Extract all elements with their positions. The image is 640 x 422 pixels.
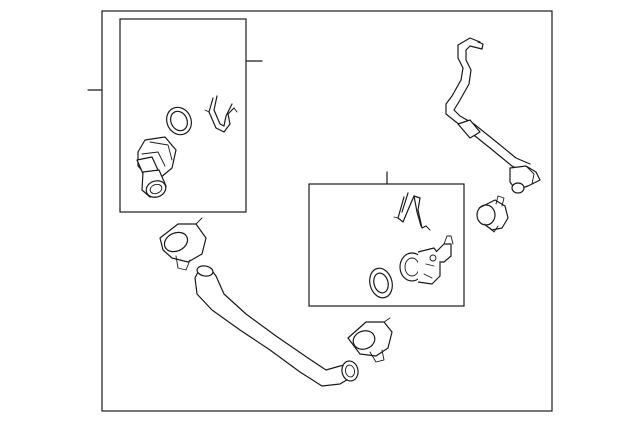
o-ring-center (369, 267, 393, 299)
upper-left-kit-box (119, 18, 263, 213)
thermostat-housing (399, 235, 454, 285)
bypass-pipe (445, 37, 541, 194)
retaining-clip-upper (204, 95, 238, 133)
hose-connector-upper (136, 136, 177, 198)
main-frame (87, 10, 553, 412)
hose-clamp-lower (347, 317, 393, 363)
hose-clamp-left (159, 217, 207, 271)
hose-clamp-right (476, 195, 509, 233)
center-kit-box (308, 171, 465, 307)
lower-hose (194, 265, 359, 387)
o-ring-upper (166, 106, 192, 136)
retaining-clip-center (393, 192, 431, 231)
